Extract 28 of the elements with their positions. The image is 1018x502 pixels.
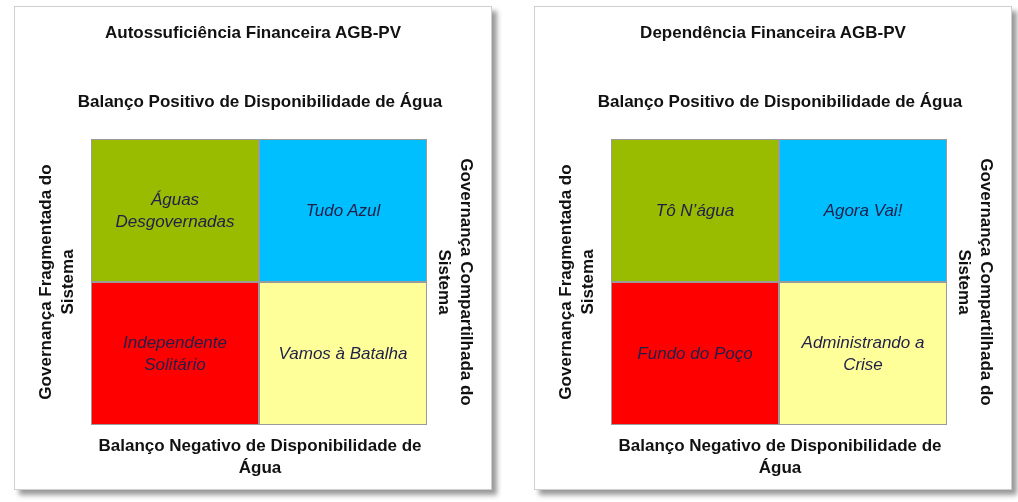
axis-label: Governança Compartilhada do Sistema [434, 157, 477, 408]
quadrant-box [611, 282, 779, 425]
quadrant-box [779, 282, 947, 425]
quadrant-box [259, 282, 427, 425]
axis-label: Balanço Positivo de Disponibilidade de Água [76, 91, 444, 113]
quadrant-label: Vamos à Batalha [278, 342, 408, 365]
axis-label: Balanço Negativo de Disponibilidade de Água [617, 435, 943, 479]
axis-label: Governança Compartilhada do Sistema [954, 157, 997, 408]
matrix-panel [534, 6, 1012, 490]
quadrant-box [779, 139, 947, 282]
axis-label: Governança Fragmentada do Sistema [35, 163, 78, 402]
panel-title: Dependência Financeira AGB-PV [639, 23, 907, 43]
quadrant-box [91, 282, 259, 425]
axis-label: Governança Fragmentada do Sistema [555, 163, 598, 402]
panel-title: Autossuficiência Financeira AGB-PV [104, 23, 402, 43]
quadrant-label: Independente Solitário [122, 331, 228, 376]
quadrant-label: Águas Desgovernadas [114, 188, 236, 233]
quadrant-label: Agora Vai! [823, 199, 903, 222]
quadrant-label: Tudo Azul [305, 199, 381, 222]
axis-label: Balanço Positivo de Disponibilidade de Água [596, 91, 964, 113]
quadrant-box [91, 139, 259, 282]
quadrant-label: Tô N’água [655, 199, 735, 222]
quadrant-box [611, 139, 779, 282]
axis-label: Balanço Negativo de Disponibilidade de Água [97, 435, 423, 479]
quadrant-box [259, 139, 427, 282]
quadrant-label: Fundo do Poço [637, 342, 753, 365]
quadrant-label: Administrando a Crise [800, 331, 926, 376]
matrix-panel [14, 6, 492, 490]
